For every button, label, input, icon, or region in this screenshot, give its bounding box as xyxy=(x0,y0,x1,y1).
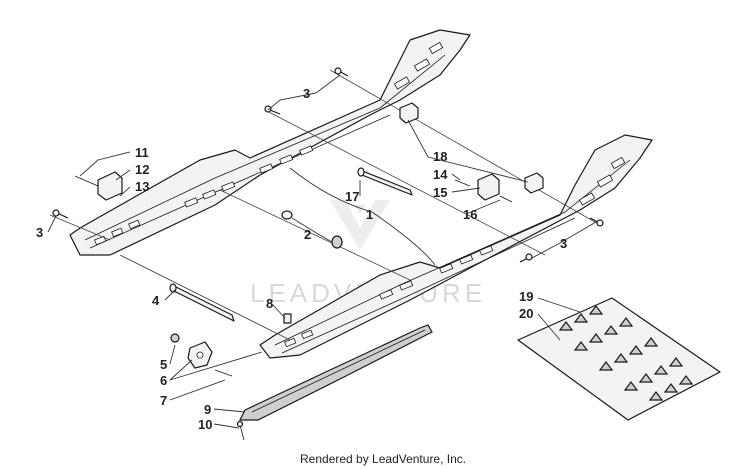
callout-3-top: 3 xyxy=(303,86,310,101)
callout-20: 20 xyxy=(519,306,533,321)
rail-left xyxy=(69,29,471,256)
pins xyxy=(74,175,513,203)
bumper-12 xyxy=(97,171,123,201)
callout-7: 7 xyxy=(160,393,167,408)
washer-2 xyxy=(281,210,343,249)
callout-labels: 1 2 3 3 3 4 5 6 7 8 9 10 11 12 13 14 15 … xyxy=(36,86,567,432)
callout-13: 13 xyxy=(135,179,149,194)
rail-left-slots xyxy=(94,41,444,246)
shaft-4 xyxy=(169,283,235,322)
assembly-axes xyxy=(49,69,601,341)
callout-3-left: 3 xyxy=(36,225,43,240)
rail-right xyxy=(259,134,653,359)
track-clip-teeth xyxy=(558,305,694,401)
callout-16: 16 xyxy=(463,207,477,222)
callout-15: 15 xyxy=(433,185,447,200)
callout-4: 4 xyxy=(152,293,160,308)
callout-3-right: 3 xyxy=(560,236,567,251)
screw-10 xyxy=(236,420,245,441)
callout-6: 6 xyxy=(160,373,167,388)
callout-11: 11 xyxy=(135,145,149,160)
callout-10: 10 xyxy=(198,417,212,432)
callout-5: 5 xyxy=(160,357,167,372)
bushing-18 xyxy=(399,102,544,194)
wear-strip xyxy=(239,324,433,421)
callout-1: 1 xyxy=(366,207,373,222)
track-clip-panel xyxy=(517,297,721,421)
callout-8: 8 xyxy=(266,296,273,311)
spacer-8 xyxy=(283,313,292,324)
leader-lines xyxy=(47,74,597,429)
bumper-15 xyxy=(477,173,500,201)
callout-18: 18 xyxy=(433,149,447,164)
shaft-17 xyxy=(357,167,413,196)
callout-19: 19 xyxy=(519,289,533,304)
callout-12: 12 xyxy=(135,162,149,177)
callout-17: 17 xyxy=(345,189,359,204)
callout-9: 9 xyxy=(204,402,211,417)
callout-14: 14 xyxy=(433,167,448,182)
rail-right-slots xyxy=(284,156,626,348)
bracket-6 xyxy=(170,333,233,377)
footer-credit: Rendered by LeadVenture, Inc. xyxy=(300,452,466,466)
callout-2: 2 xyxy=(304,227,311,242)
